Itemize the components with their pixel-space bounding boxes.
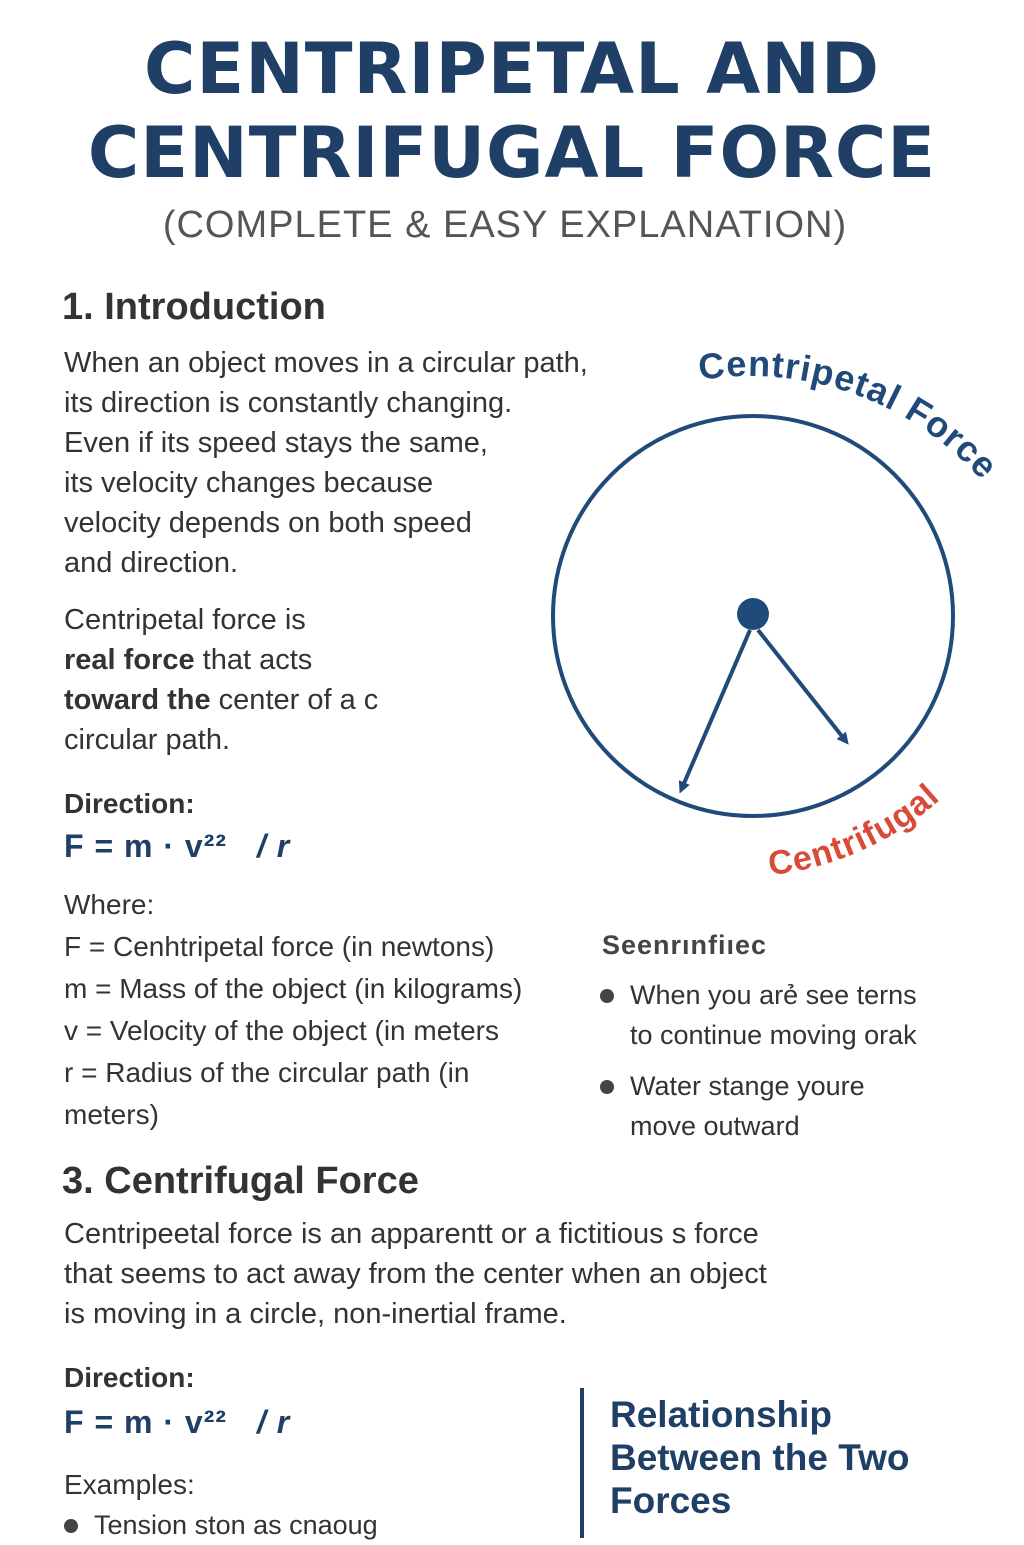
section-heading-centrifugal-force: 3. Centrifugal Force: [62, 1160, 419, 1202]
list-item-line: to continue moving orak: [630, 1020, 917, 1050]
paragraph-line: Centripeetal force is an apparentt or a …: [64, 1218, 759, 1250]
centripetal-definition-paragraph: Centripetal force is real force that act…: [64, 600, 504, 760]
variable-definition: v = Velocity of the object (in meters: [64, 1015, 499, 1046]
intro-line: and direction.: [64, 547, 239, 579]
center-point: [737, 598, 769, 630]
centrifugal-formula: F = m · v²² / r: [64, 1404, 290, 1441]
emphasis-text: real force: [64, 644, 195, 676]
intro-line: velocity depends on both speed: [64, 507, 472, 539]
list-item-line: Tension ston as cnaoug: [94, 1510, 378, 1540]
formula-divisor: / r: [257, 828, 291, 864]
force-arrow: [756, 628, 849, 745]
bullet-icon: [600, 989, 614, 1003]
definition-line: toward the center of a c: [64, 680, 504, 720]
list-item-line: When you arẻ see terns: [630, 980, 917, 1010]
list-item-line: move outward: [630, 1111, 800, 1141]
relationship-heading: Relationship Between the Two Forces: [610, 1394, 910, 1521]
intro-line: When an object moves in a circular path,: [64, 347, 588, 379]
intro-paragraph: When an object moves in a circular path,…: [64, 343, 654, 583]
centrifugal-label: Centrifugal: [766, 776, 947, 883]
circular-motion-diagram: Centripetal Force Centrifugal: [551, 343, 1006, 883]
relationship-box: [580, 1388, 984, 1538]
side-heading: Seenrınfiıec: [602, 930, 768, 960]
intro-line: Even if its speed stays the same,: [64, 427, 488, 459]
variable-definition: F = Cenhtripetal force (in newtons): [64, 931, 495, 962]
intro-line: its velocity changes because: [64, 467, 434, 499]
direction-label: Direction:: [64, 1362, 195, 1393]
centrifugal-paragraph: Centripeetal force is an apparentt or a …: [64, 1214, 964, 1334]
formula-main: F = m · v²²: [64, 1404, 228, 1440]
circular-path: [551, 414, 955, 818]
list-item-line: Water stange youre: [630, 1071, 865, 1101]
variable-definitions: F = Cenhtripetal force (in newtons) m = …: [64, 926, 584, 1136]
formula-main: F = m · v²²: [64, 828, 228, 864]
page-title-line-1: CENTRIPETAL AND: [144, 28, 880, 110]
variable-definition: r = Radius of the circular path (in: [64, 1057, 470, 1088]
paragraph-line: is moving in a circle, non-inertial fram…: [64, 1298, 567, 1330]
where-label: Where:: [64, 889, 155, 920]
examples-label: Examples:: [64, 1469, 195, 1500]
definition-text: center of a c: [210, 684, 379, 716]
definition-line: Centripetal force is: [64, 604, 306, 636]
definition-line: circular path.: [64, 724, 231, 756]
list-item: Water stange youre move outward: [600, 1066, 1010, 1146]
centripetal-formula: F = m · v²² / r: [64, 828, 290, 865]
emphasis-text: toward the: [64, 684, 211, 716]
variable-definition: meters): [64, 1099, 159, 1130]
section-heading-introduction: 1. Introduction: [62, 286, 326, 328]
force-arrow: [678, 629, 752, 794]
direction-label: Direction:: [64, 788, 195, 819]
paragraph-line: that seems to act away from the center w…: [64, 1258, 767, 1290]
bullet-icon: [64, 1519, 78, 1533]
page-title-line-2: CENTRIFUGAL FORCE: [87, 112, 937, 194]
definition-line: real force that acts: [64, 640, 504, 680]
page-subtitle: (COMPLETE & EASY EXPLANATION): [162, 204, 848, 246]
variable-definition: m = Mass of the object (in kilograms): [64, 973, 523, 1004]
definition-text: that acts: [194, 644, 313, 676]
list-item: Tension ston as cnaoug: [64, 1505, 574, 1545]
intro-line: its direction is constantly changing.: [64, 387, 513, 419]
formula-divisor: / r: [257, 1404, 291, 1440]
list-item: When you arẻ see terns to continue movin…: [600, 975, 1010, 1055]
bullet-icon: [600, 1080, 614, 1094]
